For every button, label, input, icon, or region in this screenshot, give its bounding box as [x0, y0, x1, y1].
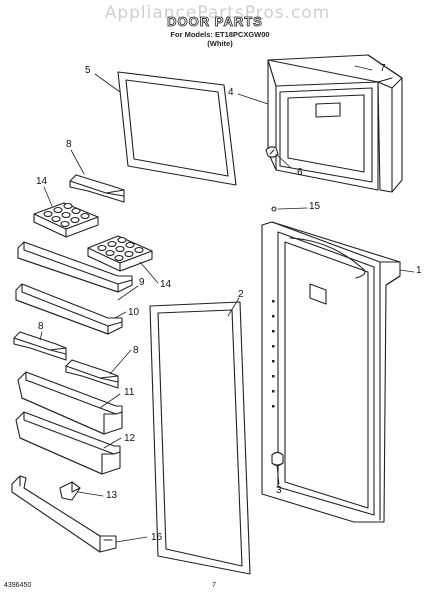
diagram-title: DOOR PARTS: [167, 14, 263, 30]
knob: [59, 481, 81, 501]
models-line: For Models: ET18PCXGW00: [170, 30, 270, 39]
callout-15: 15: [309, 201, 321, 212]
callout-11: 11: [124, 387, 135, 398]
footer-part-number: 4396450: [4, 582, 32, 589]
fresh-food-gasket: [149, 301, 251, 575]
bottom-shelf-16: [11, 475, 117, 553]
door-shelf-9: [17, 241, 133, 293]
callout-14-center: 14: [160, 279, 172, 290]
callout-10: 10: [128, 307, 140, 318]
small-shelf-top: [69, 174, 125, 203]
callout-7: 7: [380, 63, 386, 74]
door-bin-12: [15, 411, 121, 475]
callout-4: 4: [228, 87, 234, 98]
callout-6: 6: [297, 167, 303, 178]
door-bin-11: [17, 371, 123, 435]
egg-tray-center: [87, 235, 153, 272]
callout-5: 5: [85, 65, 91, 76]
callout-8-center: 8: [133, 345, 139, 356]
callout-12: 12: [124, 433, 136, 444]
callout-1: 1: [416, 265, 422, 276]
callout-14-left: 14: [36, 176, 48, 187]
callout-9: 9: [139, 277, 145, 288]
door-shelf-10: [15, 283, 123, 335]
small-shelf-center: [65, 359, 119, 389]
door-stop: [271, 451, 284, 467]
fresh-food-door: [261, 221, 401, 523]
callout-8-top: 8: [66, 139, 72, 150]
models-caption: For Models: ET18PCXGW00 (White): [150, 30, 290, 48]
callout-16: 16: [151, 532, 163, 543]
leader-lines: [39, 65, 415, 543]
freezer-gasket: [117, 71, 237, 186]
watermark: AppliancePartsPros.com: [104, 3, 331, 23]
callout-3: 3: [276, 485, 282, 496]
color-line: (White): [207, 39, 233, 48]
callout-2: 2: [238, 289, 244, 300]
hinge-plug: [265, 146, 279, 158]
callout-8-left: 8: [38, 321, 44, 332]
screw: [271, 206, 277, 212]
freezer-door: [267, 54, 403, 193]
small-shelf-left: [13, 331, 67, 361]
footer-page-number: 7: [212, 582, 216, 589]
callout-13: 13: [106, 490, 118, 501]
egg-tray-left: [33, 202, 99, 238]
